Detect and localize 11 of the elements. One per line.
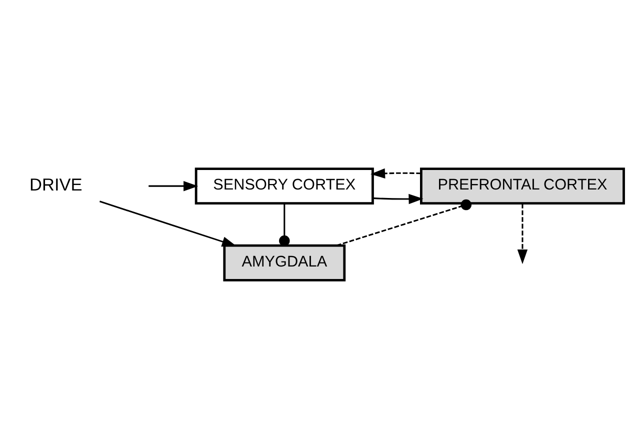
arrow bbox=[370, 168, 422, 178]
node-box: SENSORY CORTEX bbox=[194, 167, 374, 204]
connector bbox=[336, 198, 472, 246]
arrow bbox=[372, 193, 424, 204]
node-text: DRIVE bbox=[30, 174, 82, 194]
arrow bbox=[148, 180, 198, 191]
arrow bbox=[517, 203, 528, 264]
node-box: PREFRONTAL CORTEX bbox=[420, 167, 625, 204]
connector bbox=[279, 203, 290, 246]
arrow bbox=[99, 200, 237, 246]
node-box: AMYGDALA bbox=[223, 244, 346, 281]
